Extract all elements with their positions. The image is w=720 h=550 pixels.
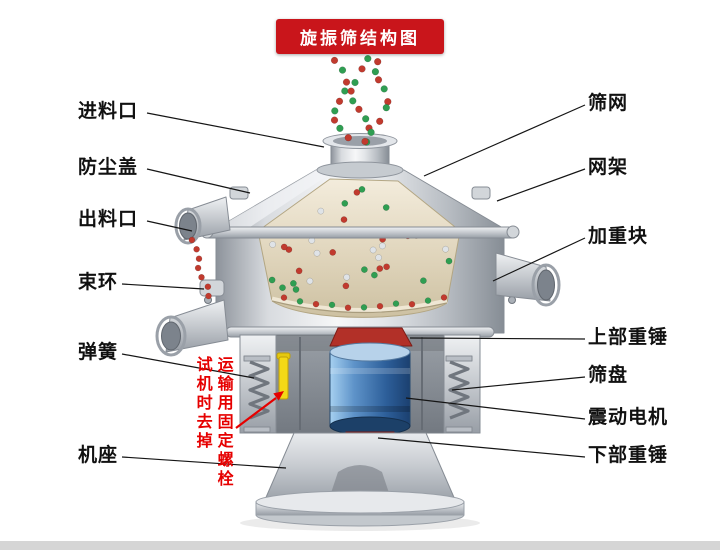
screen-mesh-surface [271, 296, 448, 313]
label-machine-base: 机座 [78, 445, 119, 466]
machine-base [255, 432, 465, 527]
label-feed-inlet: 进料口 [78, 101, 139, 122]
feed-particle-stream [330, 54, 392, 146]
feed-inlet-funnel [316, 133, 404, 179]
machine-illustration [155, 133, 561, 531]
label-upper-hammer: 上部重锤 [588, 327, 669, 348]
material-particles-on-mesh [280, 294, 448, 312]
discharge-spout-lower [155, 299, 229, 357]
label-clamp-ring: 束环 [78, 272, 119, 293]
label-weight-block: 加重块 [588, 226, 649, 247]
discharging-particles [188, 236, 212, 300]
vibration-motor [329, 342, 411, 436]
footer-bar [0, 541, 720, 550]
base-ring [255, 490, 465, 514]
label-mesh-frame: 网架 [588, 157, 629, 178]
label-sieve-tray: 筛盘 [588, 365, 629, 386]
cutaway-interior [257, 178, 461, 318]
title-badge: 旋振筛结构图 [276, 19, 444, 54]
label-vibration-motor: 震动电机 [588, 407, 669, 428]
label-dust-cover: 防尘盖 [78, 157, 139, 178]
body-flange-ring [200, 225, 520, 239]
leader-lines [121, 104, 586, 469]
warning-note-column-1: 试机时去掉 [193, 356, 211, 451]
label-lower-hammer: 下部重锤 [588, 445, 669, 466]
discharge-spout-upper [174, 196, 231, 245]
label-spring: 弹簧 [78, 342, 119, 363]
warning-note-column-2: 运输用固定螺栓 [214, 356, 232, 489]
label-screen-mesh: 筛网 [588, 93, 629, 114]
warning-arrow [235, 391, 284, 429]
transport-fixing-bolt [276, 352, 291, 400]
side-spout-right [495, 252, 561, 307]
spring-right [445, 355, 473, 433]
label-discharge-outlet: 出料口 [78, 209, 139, 230]
upper-weight-hammer [329, 327, 413, 347]
